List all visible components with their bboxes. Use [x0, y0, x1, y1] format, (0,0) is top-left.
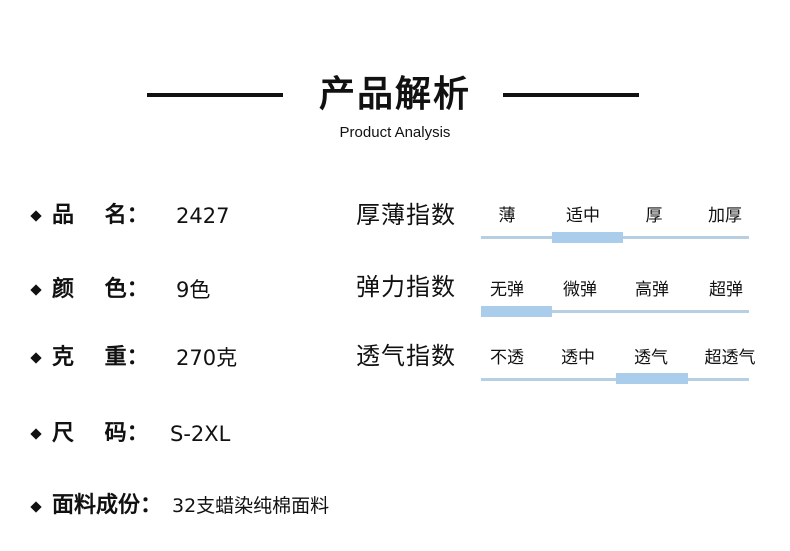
spec-value: 32支蜡染纯棉面料 [172, 495, 330, 517]
index-title: 弹力指数 [356, 273, 456, 301]
bullet-icon [30, 428, 42, 440]
index-option: 厚 [645, 206, 663, 226]
index-highlight [481, 306, 552, 317]
index-track [481, 378, 749, 381]
spec-label: 尺 码： [52, 421, 149, 446]
index-option-selected: 无弹 [490, 280, 524, 300]
spec-label: 面料成份： [52, 493, 163, 518]
spec-value: S-2XL [170, 422, 231, 446]
section-subtitle: Product Analysis [339, 124, 451, 141]
bullet-icon [30, 284, 42, 296]
index-option-selected: 适中 [566, 206, 600, 226]
index-option: 透中 [561, 348, 595, 368]
index-title: 透气指数 [356, 342, 456, 370]
index-track [481, 310, 749, 313]
bullet-icon [30, 501, 42, 513]
index-option: 高弹 [635, 280, 669, 300]
section-title: 产品解析 [318, 74, 471, 115]
index-option-selected: 透气 [634, 348, 668, 368]
index-title: 厚薄指数 [356, 201, 456, 229]
header-rule-left [147, 93, 283, 97]
spec-label: 品 名： [52, 203, 149, 228]
index-option: 加厚 [708, 206, 742, 226]
index-option: 超透气 [704, 348, 756, 368]
index-option: 超弹 [709, 280, 743, 300]
spec-value: 9色 [176, 278, 211, 302]
spec-label: 颜 色： [52, 277, 149, 302]
index-highlight [616, 373, 688, 384]
index-option: 微弹 [563, 280, 597, 300]
index-option: 不透 [490, 348, 524, 368]
bullet-icon [30, 352, 42, 364]
header-rule-right [503, 93, 639, 97]
spec-value: 2427 [176, 204, 230, 228]
bullet-icon [30, 210, 42, 222]
spec-value: 270克 [176, 346, 238, 370]
index-option: 薄 [498, 206, 516, 226]
spec-label: 克 重： [52, 345, 149, 370]
index-highlight [552, 232, 623, 243]
